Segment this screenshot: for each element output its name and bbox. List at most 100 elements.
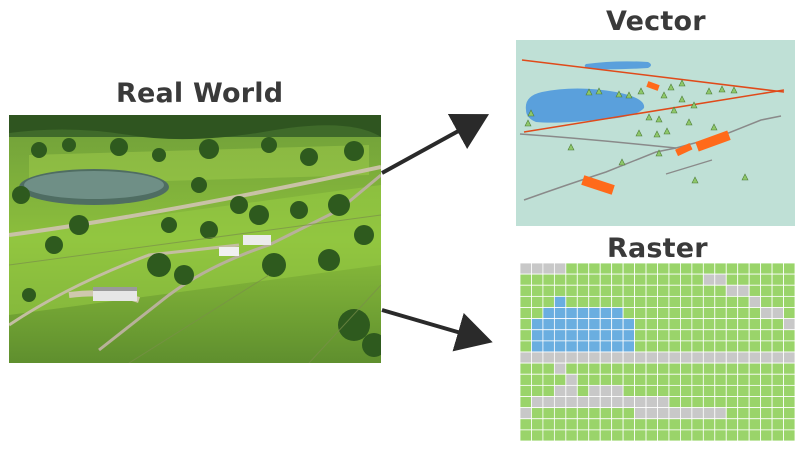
raster-cell — [725, 295, 739, 308]
raster-cell — [748, 273, 762, 286]
raster-cell — [737, 307, 750, 320]
raster-cell — [691, 263, 704, 275]
raster-cell — [657, 340, 670, 353]
raster-cell — [599, 329, 613, 342]
raster-cell — [783, 318, 795, 331]
raster-cell — [760, 284, 773, 297]
raster-cell — [748, 407, 762, 420]
raster-cell — [771, 429, 784, 441]
raster-cell — [531, 407, 544, 420]
raster-cell — [680, 263, 693, 275]
raster-cell — [599, 351, 613, 364]
raster-cell — [599, 418, 613, 431]
raster-cell — [531, 295, 544, 308]
raster-cell — [748, 384, 762, 397]
raster-cell — [531, 373, 544, 386]
raster-cell — [737, 318, 750, 331]
raster-cell — [622, 318, 635, 331]
raster-cell — [611, 429, 624, 441]
raster-cell — [725, 373, 739, 386]
raster-cell — [553, 295, 567, 308]
raster-cell — [520, 284, 532, 297]
raster-cell — [645, 407, 658, 420]
raster-cell — [588, 418, 601, 431]
raster-cell — [611, 396, 624, 409]
raster-cell — [702, 340, 716, 353]
raster-cell — [565, 329, 578, 342]
raster-cell — [725, 362, 739, 375]
raster-cell — [542, 284, 555, 297]
raster-cell — [588, 407, 601, 420]
raster-cell — [576, 307, 590, 320]
raster-cell — [622, 384, 635, 397]
raster-cell — [565, 429, 578, 441]
raster-cell — [611, 295, 624, 308]
raster-cell — [691, 329, 704, 342]
raster-cell — [737, 340, 750, 353]
raster-cell — [599, 307, 613, 320]
raster-cell — [783, 396, 795, 409]
raster-cell — [714, 273, 727, 286]
vector-building — [646, 81, 660, 91]
raster-cell — [657, 329, 670, 342]
vector-boundary-line — [521, 59, 785, 93]
raster-cell — [542, 351, 555, 364]
raster-cell — [691, 340, 704, 353]
raster-cell — [714, 340, 727, 353]
raster-cell — [657, 384, 670, 397]
raster-cell — [611, 362, 624, 375]
raster-cell — [760, 263, 773, 275]
raster-cell — [611, 273, 624, 286]
raster-cell — [737, 295, 750, 308]
raster-cell — [657, 351, 670, 364]
raster-cell — [622, 307, 635, 320]
raster-cell — [599, 273, 613, 286]
raster-cell — [622, 373, 635, 386]
raster-cell — [748, 318, 762, 331]
raster-grid — [520, 263, 795, 441]
raster-cell — [714, 396, 727, 409]
raster-cell — [553, 362, 567, 375]
raster-cell — [737, 263, 750, 275]
raster-cell — [771, 407, 784, 420]
raster-cell — [714, 263, 727, 275]
raster-cell — [657, 263, 670, 275]
raster-cell — [576, 263, 590, 275]
raster-cell — [553, 429, 567, 441]
raster-cell — [783, 351, 795, 364]
raster-cell — [771, 351, 784, 364]
raster-cell — [565, 284, 578, 297]
raster-cell — [737, 418, 750, 431]
raster-cell — [634, 396, 647, 409]
raster-cell — [657, 318, 670, 331]
raster-cell — [748, 418, 762, 431]
raster-cell — [634, 307, 647, 320]
raster-cell — [702, 429, 716, 441]
raster-cell — [737, 329, 750, 342]
raster-cell — [748, 284, 762, 297]
raster-cell — [565, 263, 578, 275]
raster-cell — [588, 373, 601, 386]
raster-cell — [691, 384, 704, 397]
raster-cell — [702, 329, 716, 342]
raster-cell — [748, 340, 762, 353]
raster-cell — [588, 340, 601, 353]
vector-title: Vector — [606, 6, 706, 37]
raster-cell — [725, 263, 739, 275]
raster-cell — [622, 273, 635, 286]
raster-cell — [645, 396, 658, 409]
raster-cell — [680, 340, 693, 353]
raster-cell — [588, 307, 601, 320]
raster-cell — [645, 295, 658, 308]
raster-cell — [611, 351, 624, 364]
raster-cell — [520, 273, 532, 286]
raster-cell — [520, 318, 532, 331]
raster-cell — [588, 295, 601, 308]
raster-cell — [725, 384, 739, 397]
raster-cell — [576, 273, 590, 286]
raster-cell — [680, 284, 693, 297]
raster-cell — [783, 307, 795, 320]
raster-cell — [737, 373, 750, 386]
raster-cell — [622, 407, 635, 420]
raster-cell — [760, 362, 773, 375]
